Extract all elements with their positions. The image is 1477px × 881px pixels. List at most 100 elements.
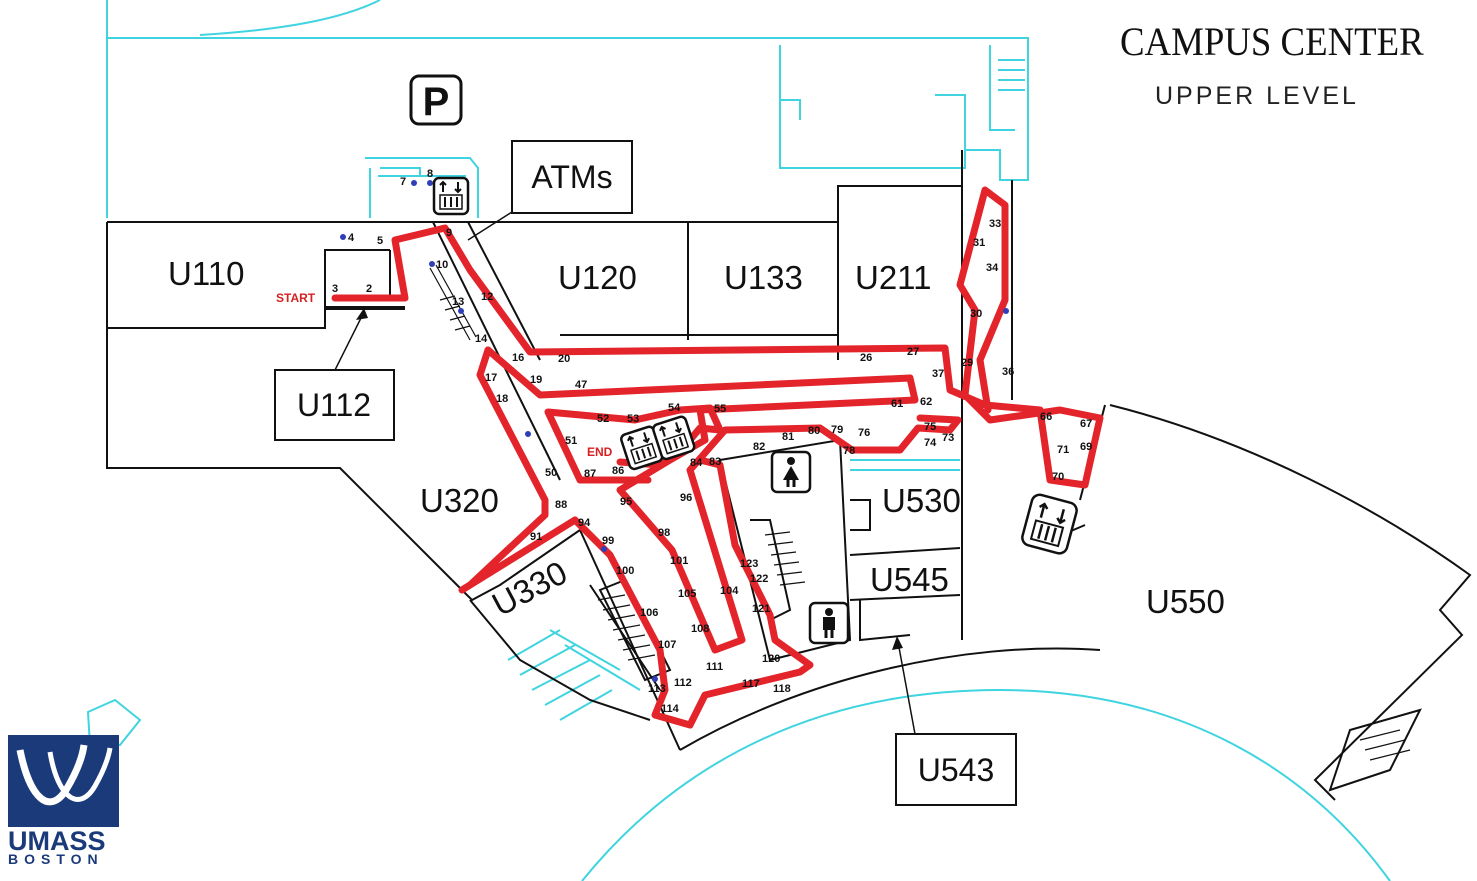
waypoint-label: 95: [620, 496, 632, 508]
waypoint-label: 120: [762, 653, 780, 665]
waypoint-label: 107: [658, 639, 676, 651]
waypoint-label: 34: [986, 262, 999, 274]
room-u545: U545: [870, 561, 949, 598]
waypoint-label: 75: [924, 421, 936, 433]
callout-u112: U112: [274, 308, 395, 441]
waypoint-label: 112: [674, 677, 692, 689]
waypoint-label: 96: [680, 492, 692, 504]
waypoint-label: 52: [597, 413, 609, 425]
waypoint-label: 106: [640, 607, 658, 619]
waypoint-label: 100: [616, 565, 634, 577]
waypoint-label: 4: [348, 232, 355, 244]
waypoint-label: 17: [485, 372, 497, 384]
waypoint-label: 13: [452, 296, 464, 308]
waypoint-label: 98: [658, 527, 670, 539]
waypoint-label: 51: [565, 435, 577, 447]
elevator-icon: [1021, 493, 1078, 555]
waypoint-label: 61: [891, 398, 903, 410]
waypoint-label: 18: [496, 393, 508, 405]
waypoint-label: 122: [750, 573, 768, 585]
waypoint-label: 111: [706, 661, 723, 673]
svg-text:P: P: [423, 80, 450, 124]
waypoint-label: 26: [860, 352, 872, 364]
waypoint-label: 88: [555, 499, 567, 511]
waypoint-label: 50: [545, 467, 557, 479]
waypoint-label: 36: [1002, 366, 1014, 378]
waypoint-label: 69: [1080, 441, 1092, 453]
waypoint-label: 10: [436, 259, 448, 271]
waypoint-label: 82: [753, 441, 765, 453]
waypoint-label: 78: [843, 445, 855, 457]
waypoint-label: 53: [627, 413, 639, 425]
waypoint-label: 84: [690, 457, 703, 469]
waypoint-label: 99: [602, 535, 614, 547]
waypoint-dots: [340, 180, 1009, 682]
logo-text: UMASS: [8, 826, 106, 856]
waypoint-label: 94: [578, 517, 591, 529]
waypoint-label: 73: [942, 432, 954, 444]
waypoint-label: 101: [670, 555, 688, 567]
waypoint-label: 118: [773, 683, 791, 695]
svg-text:U543: U543: [918, 752, 995, 788]
room-u320: U320: [420, 482, 499, 519]
mens-restroom-icon: [808, 601, 850, 645]
waypoint-label: 16: [512, 352, 524, 364]
waypoint-label: 54: [668, 402, 681, 414]
waypoint-label: 55: [714, 403, 726, 415]
end-label: END: [587, 445, 613, 459]
waypoint-label: 66: [1040, 411, 1052, 423]
waypoint-label: 105: [678, 588, 696, 600]
stairs-icon: [429, 264, 1411, 761]
waypoint-label: 2: [366, 283, 372, 295]
waypoint-label: 14: [475, 333, 488, 345]
waypoint-label: 80: [808, 425, 820, 437]
waypoint-label: 67: [1080, 418, 1092, 430]
waypoint-numbers: 2 3 4 5 7 8 9 10 12 13 14 16 17 18 19 20…: [332, 168, 1092, 715]
waypoint-label: 87: [584, 468, 596, 480]
elevator-icon: [432, 176, 470, 216]
room-u211: U211: [855, 259, 931, 296]
waypoint-label: 123: [740, 558, 758, 570]
waypoint-label: 74: [924, 437, 937, 449]
map-subtitle: UPPER LEVEL: [1155, 82, 1359, 110]
callout-atms: ATMs: [467, 140, 633, 241]
room-u550: U550: [1146, 583, 1225, 620]
start-label: START: [276, 291, 316, 305]
room-u133: U133: [724, 259, 803, 296]
umass-logo: [8, 735, 119, 827]
waypoint-label: 121: [752, 603, 770, 615]
waypoint-label: 113: [648, 683, 666, 695]
waypoint-label: 114: [661, 703, 680, 715]
waypoint-label: 5: [377, 235, 383, 247]
waypoint-label: 91: [530, 531, 542, 543]
parking-icon: P: [409, 74, 463, 126]
waypoint-label: 104: [720, 585, 739, 597]
waypoint-label: 76: [858, 427, 870, 439]
room-u120: U120: [558, 259, 637, 296]
room-labels: U110 U120 U133 U211 U320 U330 U530 U545 …: [168, 255, 1225, 623]
waypoint-label: 71: [1057, 444, 1069, 456]
waypoint-label: 37: [932, 368, 944, 380]
waypoint-label: 30: [970, 308, 982, 320]
callout-u543: U543: [892, 636, 1017, 806]
waypoint-label: 33: [989, 218, 1001, 230]
waypoint-label: 70: [1052, 471, 1064, 483]
room-u110: U110: [168, 255, 244, 292]
logo-subtext: BOSTON: [8, 851, 104, 867]
waypoint-label: 8: [427, 168, 433, 180]
svg-text:U112: U112: [297, 387, 371, 423]
room-u530: U530: [882, 482, 961, 519]
svg-text:ATMs: ATMs: [531, 159, 612, 195]
waypoint-label: 20: [558, 353, 570, 365]
waypoint-label: 81: [782, 431, 794, 443]
waypoint-label: 79: [831, 424, 843, 436]
waypoint-label: 7: [400, 176, 406, 188]
waypoint-label: 12: [481, 291, 493, 303]
elevator-icon: [652, 415, 696, 461]
waypoint-label: 3: [332, 283, 338, 295]
waypoint-label: 83: [709, 456, 721, 468]
waypoint-label: 27: [907, 346, 919, 358]
waypoint-label: 86: [612, 465, 624, 477]
waypoint-label: 62: [920, 396, 932, 408]
waypoint-label: 19: [530, 374, 542, 386]
